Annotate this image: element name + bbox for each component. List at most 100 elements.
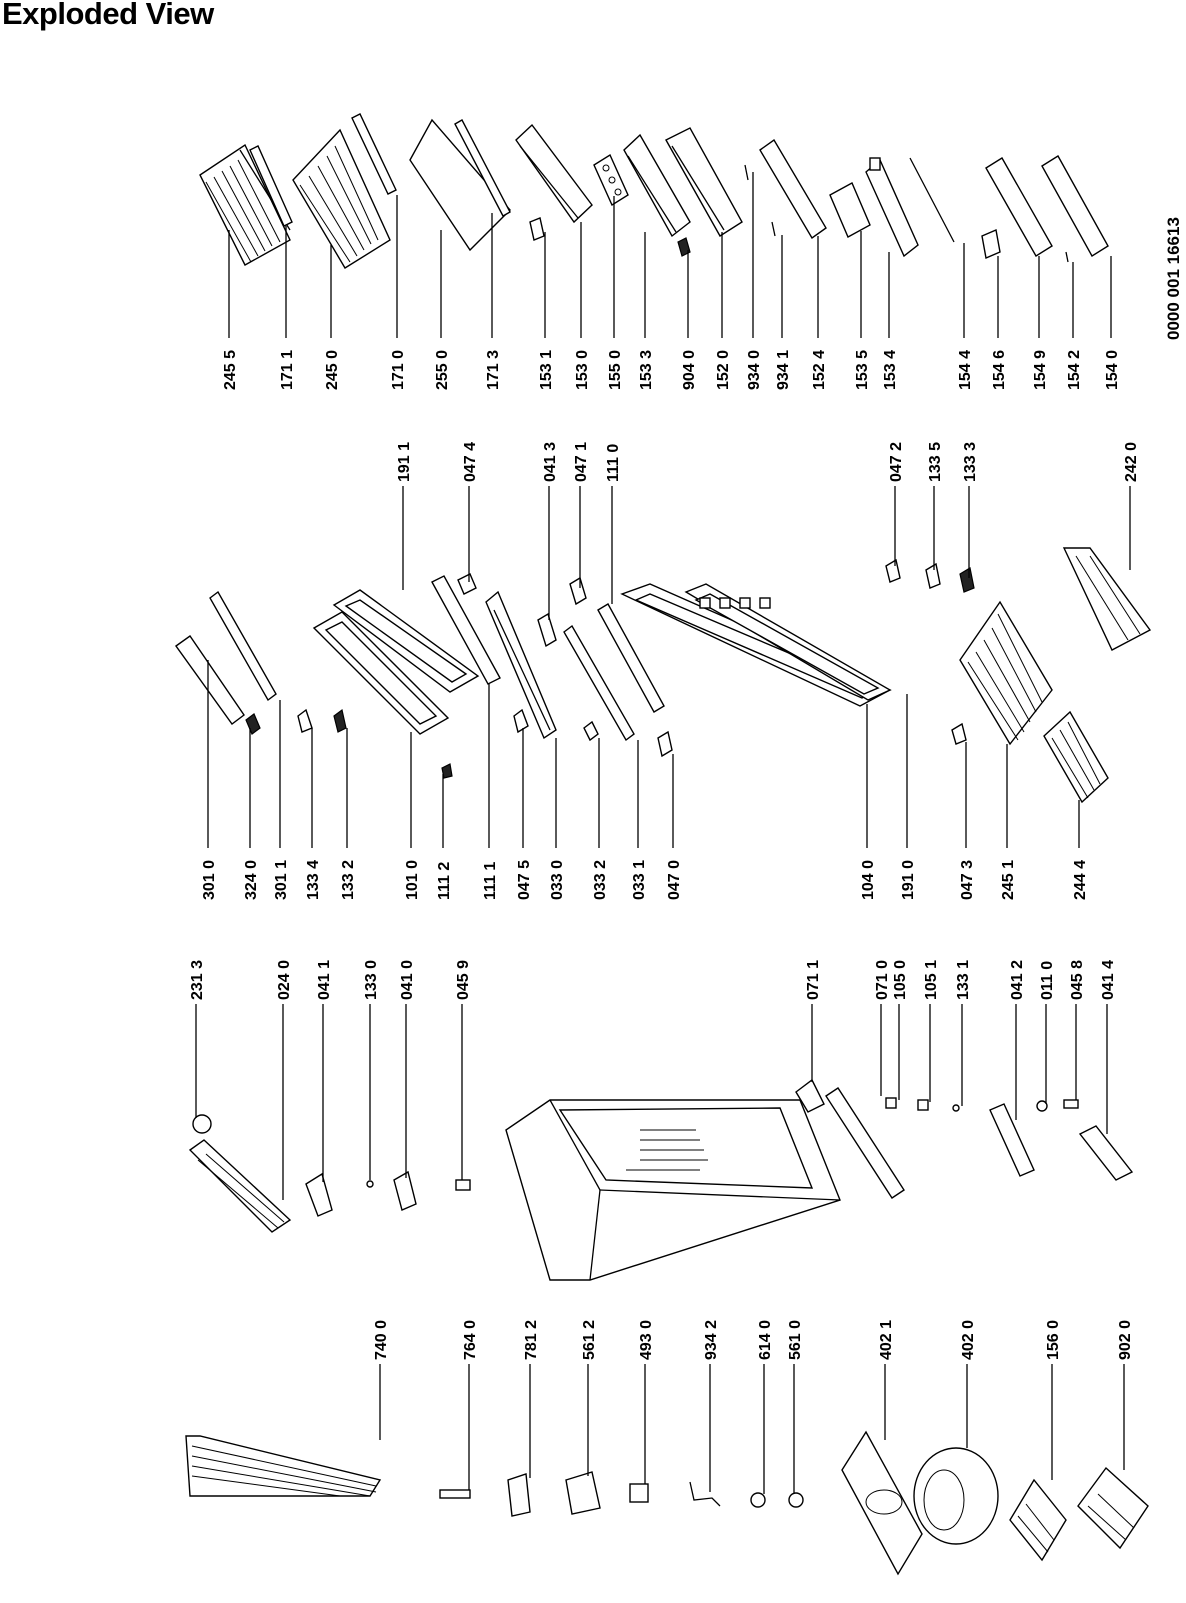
part-callout-label: 105 0 [892, 960, 909, 1000]
part-callout-label: 561 2 [581, 1320, 598, 1360]
bolt-0110-drawing [1036, 1100, 1048, 1112]
page-title: Exploded View [2, 0, 214, 31]
part-callout-label: 154 9 [1032, 350, 1049, 390]
part-callout-label: 101 0 [404, 860, 421, 900]
bolt-0458-drawing [1063, 1099, 1079, 1109]
grid-1560-drawing [1009, 1478, 1067, 1562]
grid-9020-drawing [1077, 1466, 1149, 1550]
part-callout-label: 171 0 [390, 350, 407, 390]
filter-drier-7640-drawing [439, 1489, 471, 1499]
leader-lines [195, 172, 1131, 1494]
rod-1544-drawing [909, 157, 955, 243]
part-callout-label: 402 1 [878, 1320, 895, 1360]
part-callout-label: 561 0 [787, 1320, 804, 1360]
part-callout-label: 111 1 [482, 862, 499, 900]
part-callout-label: 740 0 [373, 1320, 390, 1360]
part-callout-label: 171 3 [485, 350, 502, 390]
part-callout-label: 934 2 [703, 1320, 720, 1360]
part-callout-label: 047 5 [516, 860, 533, 900]
part-callout-label: 153 5 [854, 350, 871, 390]
shelf-grid-2455-drawing [199, 143, 291, 266]
pin-1542-drawing [1065, 251, 1069, 263]
evaporator-0240-drawing [188, 1139, 292, 1233]
part-callout-label: 155 0 [607, 350, 624, 390]
bracket-0711-drawing [795, 1078, 825, 1113]
part-callout-label: 614 0 [757, 1320, 774, 1360]
clip-0475-drawing [513, 708, 529, 734]
part-callout-label: 244 4 [1072, 860, 1089, 900]
clip-1546-drawing [981, 229, 1001, 259]
part-callout-label: 111 2 [436, 862, 453, 900]
part-callout-label: 255 0 [434, 350, 451, 390]
knob-2313-drawing [192, 1114, 212, 1134]
gasket-1911-drawing [332, 589, 480, 693]
part-callout-label: 041 4 [1100, 960, 1117, 1000]
part-callout-label: 033 0 [549, 860, 566, 900]
bolt-0459-drawing [455, 1179, 471, 1191]
document-number: 0000 001 16613 [1164, 217, 1183, 340]
hinge-1333-drawing [959, 567, 975, 593]
foot-1050-drawing [885, 1097, 897, 1109]
part-callout-label: 231 3 [189, 960, 206, 1000]
part-callout-label: 133 2 [340, 860, 357, 900]
cover-0332-drawing [583, 720, 599, 742]
part-callout-label: 402 0 [960, 1320, 977, 1360]
part-callout-label: 047 2 [888, 442, 905, 482]
part-callout-label: 133 3 [962, 442, 979, 482]
hinge-0411-drawing [305, 1172, 333, 1217]
part-callout-label: 033 2 [592, 860, 609, 900]
part-7812-drawing [507, 1473, 531, 1517]
clip-0472-drawing [885, 558, 901, 583]
clip-0470-drawing [657, 730, 673, 758]
part-callout-label: 047 3 [959, 860, 976, 900]
door-bin-1520-drawing [665, 127, 743, 237]
compressor-4020-drawing [913, 1447, 999, 1545]
part-callout-label: 153 0 [574, 350, 591, 390]
part-callout-label: 324 0 [243, 860, 260, 900]
part-callout-label: 011 0 [1039, 961, 1056, 1000]
door-bin-1524-drawing [759, 138, 827, 240]
part-callout-label: 105 1 [923, 960, 940, 1000]
egg-tray-1550-drawing [593, 153, 629, 207]
part-callout-label: 111 0 [605, 444, 622, 482]
cabinet-drawing [505, 1099, 841, 1281]
clip-0474-drawing [457, 573, 477, 595]
part-callout-label: 154 2 [1066, 350, 1083, 390]
part-callout-label: 133 5 [927, 442, 944, 482]
part-callout-label: 045 9 [455, 960, 472, 1000]
part-callout-label: 041 3 [542, 442, 559, 482]
shelf-grid-2451-drawing [959, 600, 1053, 746]
base-rail-0710-drawing [825, 1087, 905, 1199]
part-5610-drawing [788, 1492, 804, 1508]
screw-9340-drawing [744, 164, 749, 181]
part-callout-label: 301 1 [273, 860, 290, 900]
part-callout-label: 154 4 [957, 350, 974, 390]
base-tray-4021-drawing [841, 1430, 923, 1576]
relay-5612-drawing [565, 1471, 601, 1515]
part-callout-label: 191 1 [396, 442, 413, 482]
part-callout-label: 934 0 [746, 350, 763, 390]
part-callout-label: 245 0 [324, 350, 341, 390]
shelf-trim-1711-drawing [249, 145, 293, 227]
part-callout-label: 104 0 [860, 860, 877, 900]
handle-0330-drawing [485, 590, 557, 740]
part-callout-label: 153 1 [538, 350, 555, 390]
holder-1534-drawing [865, 157, 919, 258]
part-callout-label: 152 4 [811, 350, 828, 390]
rail-1110-drawing [597, 603, 665, 713]
part-callout-label: 191 0 [900, 860, 917, 900]
clip-9040-drawing [677, 237, 691, 257]
rail-1111-drawing [431, 575, 501, 685]
hinge-0412-drawing [989, 1103, 1035, 1177]
rail-3011-drawing [209, 590, 277, 702]
part-callout-label: 245 5 [222, 350, 239, 390]
hinge-0414-drawing [1078, 1125, 1134, 1181]
part-callout-label: 764 0 [462, 1320, 479, 1360]
glass-shelf-2550-drawing [409, 118, 511, 252]
part-6140-drawing [750, 1492, 766, 1508]
part-callout-label: 781 2 [523, 1320, 540, 1360]
rail-3010-drawing [175, 635, 245, 725]
shelf-grid-2450-drawing [292, 128, 391, 269]
